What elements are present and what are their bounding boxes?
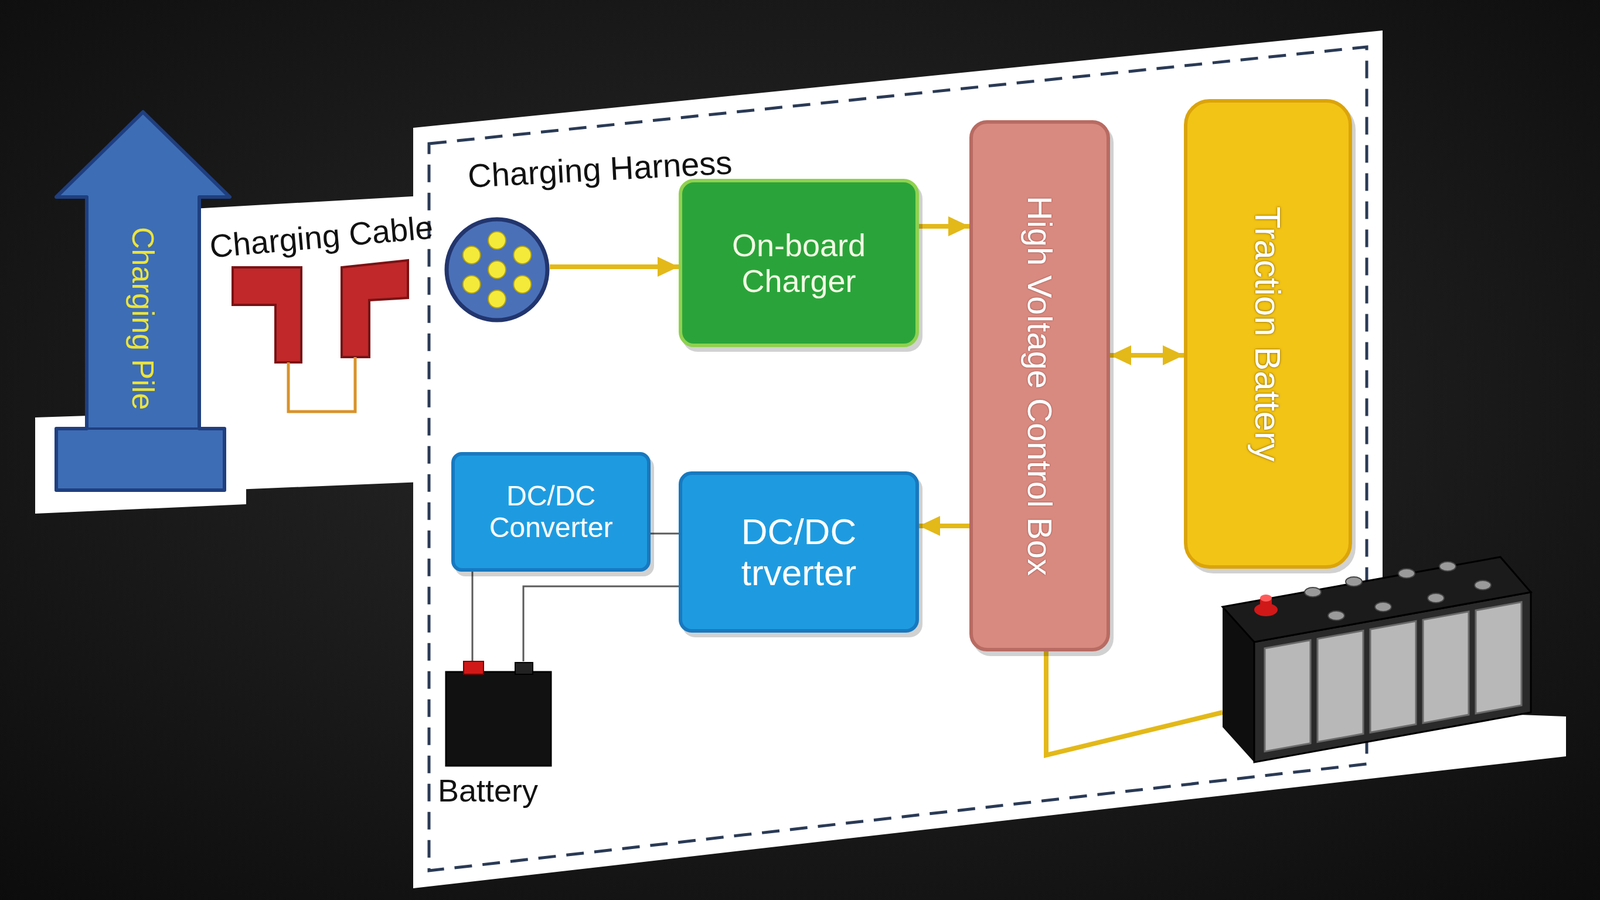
battery-bolt [1374,601,1392,612]
traction-battery-box: Traction Battery [1183,99,1353,569]
battery-bolt [1304,587,1322,597]
charging-pile: Charging Pile [56,111,230,490]
battery-cell [1370,620,1416,733]
node-label: Battery [437,772,539,808]
battery-cell [1423,611,1469,723]
battery-bolt [1474,580,1491,590]
battery-shape [446,661,551,766]
converter-box: DC/DC Converter [451,451,651,572]
cable-label: Charging Cable [208,208,435,265]
charger-box: On-board Charger [678,178,919,347]
node-label: Charging Pile [126,226,160,410]
battery-illustration [1222,556,1531,762]
vehicle-boundary [429,46,1367,871]
control-box: High Voltage Control Box [969,120,1111,652]
battery-bolt [1328,610,1345,621]
battery-cell [1475,601,1522,714]
inverter-box: DC/DC trverter [678,471,919,633]
flow-arrow [918,523,970,529]
node-label: On-board Charger [682,227,916,299]
cable-plug [232,267,302,363]
battery-cell [1264,640,1311,752]
flow-arrow [1110,352,1184,358]
wire [471,571,474,662]
battery-bolt [1439,561,1456,571]
port-shape [444,216,550,323]
wire [523,586,679,662]
battery-cell [1317,630,1364,742]
battery-bolt [1345,576,1363,587]
battery-bolt [1398,568,1415,578]
cable-wire [288,356,356,412]
cable-plug [341,260,408,357]
flow-arrow [918,223,970,229]
node-label: DC/DC trverter [682,511,916,593]
wire [650,532,679,535]
vehicle-panel [413,30,1567,888]
node-label: High Voltage Control Box [1020,195,1060,576]
charging-port: Charging Harness [444,216,550,323]
node-label: Traction Battery [1247,206,1289,462]
battery-bolt [1427,593,1445,603]
battery-12v: Battery [446,661,551,766]
node-label: DC/DC Converter [454,480,648,544]
hv-wire [1046,651,1223,755]
flow-arrow [549,264,679,270]
